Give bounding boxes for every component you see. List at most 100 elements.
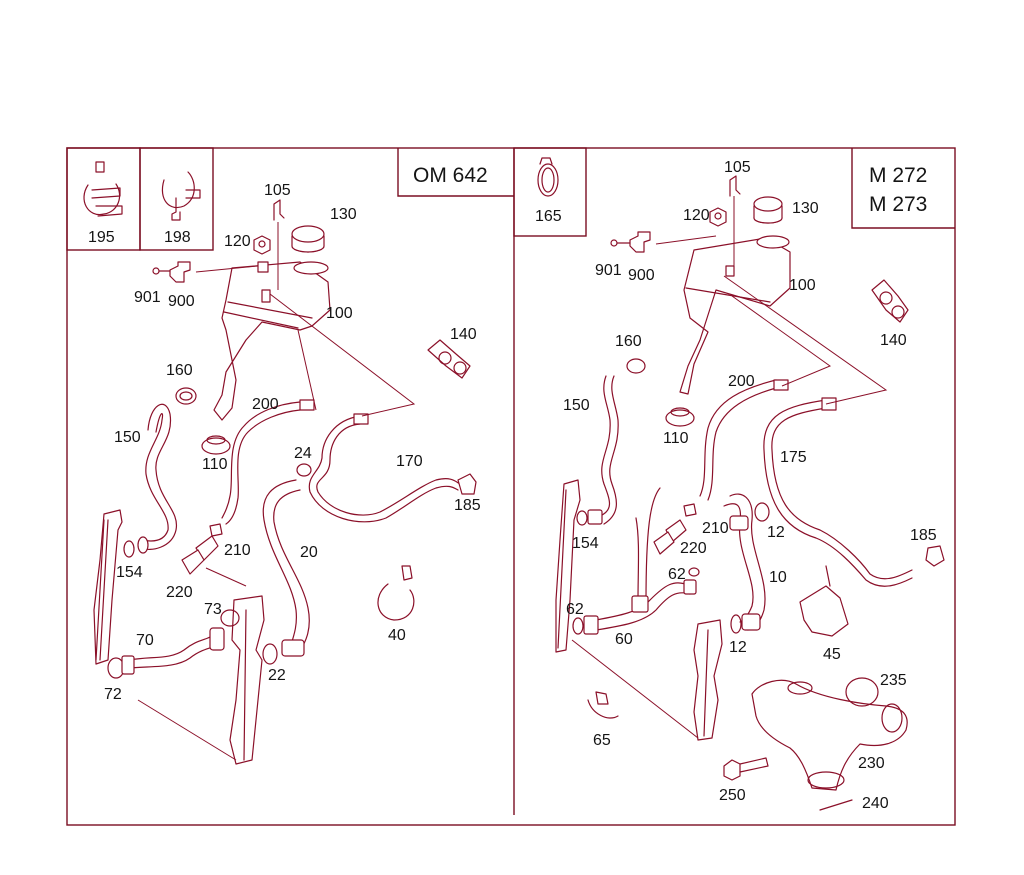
ring-62-left [572,617,584,635]
ring-154-right [576,510,588,526]
clamp-165-icon [537,157,559,197]
part-label: 12 [767,524,785,541]
clamp-160 [175,387,197,405]
clip-105-right [729,175,741,197]
part-label: 900 [168,293,195,310]
expansion-tank-100-right [679,235,791,395]
part-label: 45 [823,646,841,663]
part-label: 901 [595,262,622,279]
seal-240 [819,799,853,811]
part-label: 175 [780,449,807,466]
clamp-185 [457,473,477,495]
part-label: 220 [166,584,193,601]
part-label: 210 [702,520,729,537]
diagram-frame [66,147,956,826]
part-label: 120 [224,233,251,250]
hose-10 [729,493,766,631]
part-label: 250 [719,787,746,804]
hose-70 [129,635,213,661]
part-label: 200 [728,373,755,390]
engine-label-right-1: M 272 [869,164,927,187]
inset-label-198: 198 [164,229,191,246]
clamp-198-icon [161,171,201,221]
hose-200-right [707,387,777,501]
engine-label-left: OM 642 [413,164,488,187]
part-label: 110 [202,456,228,473]
part-label: 140 [450,326,477,343]
part-label: 62 [668,566,686,583]
clamp-140 [427,339,471,379]
grommet-110 [201,435,231,455]
part-label: 160 [166,362,193,379]
part-label: 20 [300,544,318,561]
clamp-185-right [925,545,945,567]
part-label: 100 [326,305,353,322]
connector-220-right [653,519,687,555]
hose-150-right [599,375,611,517]
part-label: 105 [264,182,291,199]
sensor-900-right [610,231,651,253]
clip-105 [273,199,285,221]
clamp-65 [587,691,619,719]
clamp-160-right [626,358,646,374]
part-label: 62 [566,601,584,618]
engine-label-right-2: M 273 [869,193,927,216]
ring-73 [220,609,240,627]
ring-12-lower [730,614,742,634]
expansion-tank-100 [213,261,331,421]
plug-120-right [709,207,727,227]
part-label: 73 [204,601,222,618]
ring-12-upper [754,502,770,522]
part-label: 130 [330,206,357,223]
inset-label-195: 195 [88,229,115,246]
part-label: 10 [769,569,787,586]
part-label: 230 [858,755,885,772]
bolt-250 [723,757,769,781]
part-label: 150 [563,397,590,414]
part-label: 235 [880,672,907,689]
hose-150 [141,403,178,551]
part-label: 220 [680,540,707,557]
part-label: 185 [910,527,937,544]
connector-220 [181,535,219,575]
part-label: 154 [116,564,143,581]
part-label: 170 [396,453,423,470]
pipe-60 [595,582,691,621]
cap-130 [291,225,325,253]
right-panel-text: M 272 M 273 165 105 120 130 901 900 100 … [535,159,937,812]
part-label: 105 [724,159,751,176]
ring-154 [123,540,135,558]
radiator-right [555,479,581,653]
part-label: 901 [134,289,161,306]
part-label: 65 [593,732,611,749]
part-label: 240 [862,795,889,812]
part-label: 200 [252,396,279,413]
engine-bracket-right [693,619,723,741]
left-panel-text: OM 642 195 198 105 130 120 100 901 900 1… [88,164,488,703]
hose-175 [771,407,913,580]
plug-120 [253,235,271,255]
part-label: 40 [388,627,406,644]
hose-200 [225,409,301,525]
part-label: 185 [454,497,481,514]
left-panel-drawing [83,161,477,765]
part-label: 100 [789,277,816,294]
connector-210 [209,523,223,537]
part-label: 72 [104,686,122,703]
clamp-195-icon [83,161,123,217]
part-label: 24 [294,445,312,462]
part-label: 70 [136,632,154,649]
connector-210-right [683,503,697,517]
part-label: 130 [792,200,819,217]
part-label: 12 [729,639,747,656]
grommet-110-right [665,407,695,427]
inset-label-165: 165 [535,208,562,225]
part-label: 22 [268,667,286,684]
shield-45 [799,565,849,637]
radiator-left [93,509,123,665]
part-label: 900 [628,267,655,284]
part-label: 110 [663,430,689,447]
right-panel-drawing [537,157,945,811]
part-label: 210 [224,542,251,559]
